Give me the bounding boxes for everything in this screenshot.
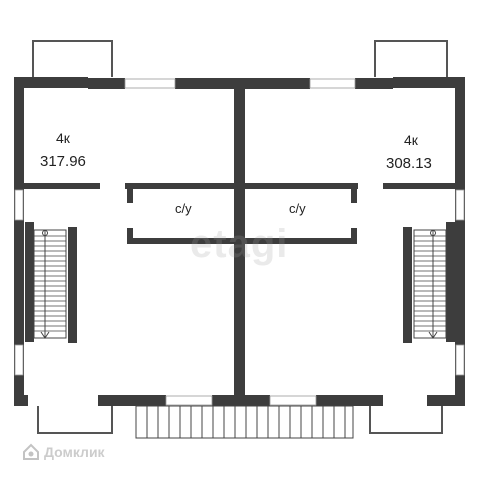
outer-walls xyxy=(14,77,465,406)
brand-name: Домклик xyxy=(44,444,105,460)
windows xyxy=(14,78,465,406)
room-code-left: 4к xyxy=(56,130,70,146)
house-logo-icon xyxy=(23,443,39,460)
staircase-right xyxy=(403,222,455,343)
bathroom-label-right: с/у xyxy=(289,201,306,216)
room-code-right: 4к xyxy=(404,132,418,148)
room-area-right: 308.13 xyxy=(386,155,432,172)
room-area-left: 317.96 xyxy=(40,153,86,170)
bathroom-label-left: с/у xyxy=(175,201,192,216)
interior-walls xyxy=(24,85,455,395)
staircase-left xyxy=(25,222,77,343)
brand-mark: Домклик xyxy=(22,443,105,461)
entrance-steps xyxy=(135,405,354,439)
watermark: etagi xyxy=(190,222,289,266)
balconies xyxy=(32,40,448,434)
